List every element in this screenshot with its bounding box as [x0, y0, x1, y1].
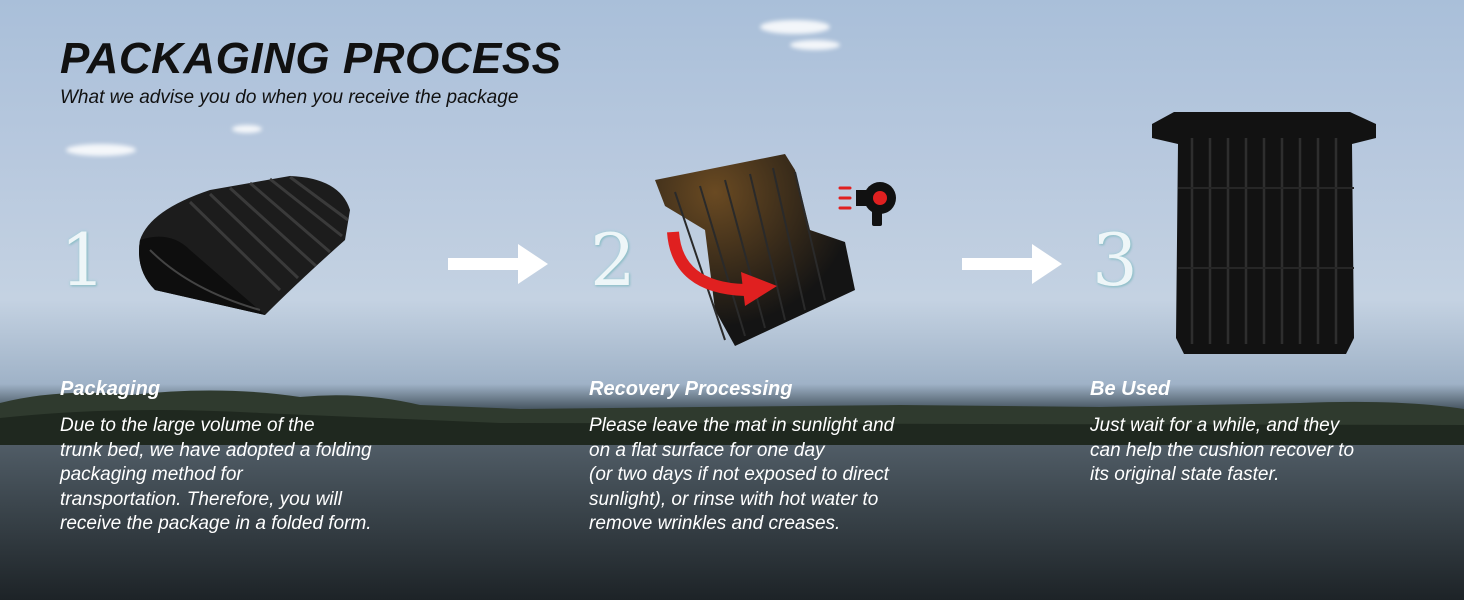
flat-mat-image [1152, 112, 1376, 354]
step-description-be-used: Just wait for a while, and they can help… [1090, 414, 1354, 488]
folded-mat-image [139, 175, 350, 315]
description-line: Please leave the mat in sunlight and [589, 415, 895, 436]
step-number-3: 3 [1092, 218, 1138, 302]
description-line: transportation. Therefore, you will [60, 488, 342, 510]
description-line: trunk bed, we have adopted a folding [60, 439, 372, 461]
page-title: PACKAGING PROCESS [60, 34, 562, 83]
cloud [232, 125, 262, 133]
unfolding-mat-image [655, 154, 855, 346]
arrow-right-icon [448, 244, 548, 284]
description-line: its original state faster. [1090, 464, 1280, 485]
step-heading-recovery: Recovery Processing [589, 378, 793, 400]
step-heading-packaging: Packaging [60, 378, 161, 400]
arrow-right-icon [962, 244, 1062, 284]
description-line: remove wrinkles and creases. [589, 513, 841, 534]
cloud [66, 144, 136, 156]
step-number-2: 2 [590, 218, 636, 302]
description-line: packaging method for [60, 464, 243, 485]
tree-line [0, 390, 1464, 453]
cloud [760, 20, 830, 34]
lake-water [0, 445, 1464, 600]
description-line: sunlight), or rinse with hot water to [589, 488, 879, 510]
description-line: (or two days if not exposed to direct [589, 464, 889, 485]
description-line: can help the cushion recover to [1090, 439, 1355, 461]
description-line: Just wait for a while, and they [1090, 415, 1340, 436]
hair-dryer-icon [838, 182, 896, 226]
step-description-recovery: Please leave the mat in sunlight and on … [589, 414, 894, 537]
step-number-1: 1 [60, 218, 106, 302]
step-heading-be-used: Be Used [1090, 378, 1171, 400]
description-line: receive the package in a folded form. [60, 513, 372, 534]
step-description-packaging: Due to the large volume of the trunk bed… [60, 414, 372, 537]
cloud [790, 40, 840, 50]
description-line: Due to the large volume of the [60, 415, 315, 436]
page-subtitle: What we advise you do when you receive t… [60, 87, 519, 108]
curved-red-arrow-icon [667, 231, 777, 306]
description-line: on a flat surface for one day [589, 439, 825, 461]
